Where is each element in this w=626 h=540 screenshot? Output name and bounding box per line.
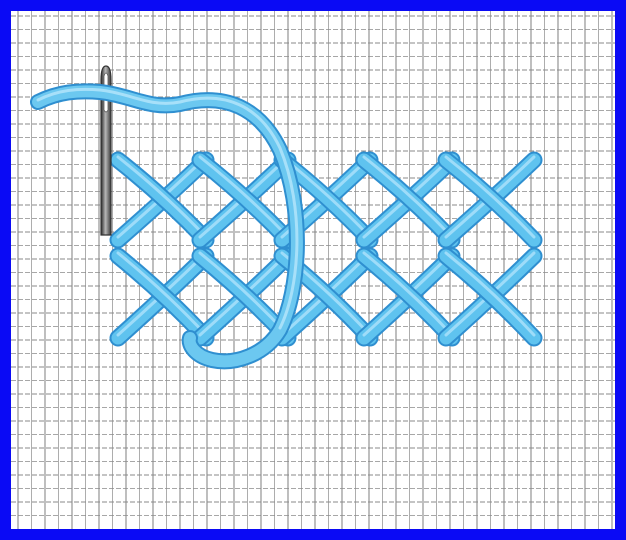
cross-stitch-illustration: [11, 11, 615, 529]
thread-icon: [38, 89, 297, 361]
